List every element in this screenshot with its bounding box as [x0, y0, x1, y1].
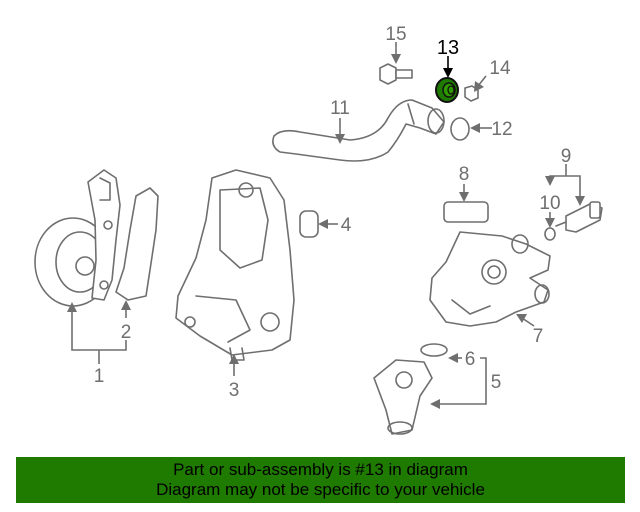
water-pump-part-1[interactable]	[34, 169, 121, 307]
notice-banner: Part or sub-assembly is #13 in diagram D…	[16, 457, 625, 503]
callout-12: 12	[491, 119, 512, 140]
pump-gasket-part-2[interactable]	[115, 187, 159, 301]
housing-part-3[interactable]	[175, 169, 295, 361]
parts-diagram: 1 2 3 4 5 6 7 8 9 10 11 12 13 14 15	[34, 24, 603, 435]
callout-8: 8	[459, 164, 470, 185]
gasket-part-8[interactable]	[443, 201, 489, 223]
seal-part-4[interactable]	[299, 210, 319, 238]
banner-line-part-notice: Part or sub-assembly is #13 in diagram	[173, 460, 468, 479]
washer-part-10[interactable]	[544, 227, 556, 241]
callout-14: 14	[489, 58, 511, 79]
callout-10: 10	[539, 193, 560, 214]
callout-15: 15	[385, 24, 406, 45]
thermostat-housing-part-7[interactable]	[429, 231, 551, 327]
hose-part-11[interactable]	[272, 99, 445, 162]
highlighted-part-13[interactable]	[435, 77, 459, 103]
callout-9: 9	[561, 146, 572, 167]
callout-4: 4	[341, 215, 352, 236]
callout-2: 2	[121, 322, 132, 343]
callout-leaders	[67, 42, 585, 409]
bolt-part-15[interactable]	[379, 63, 413, 85]
o-ring-part-6[interactable]	[420, 343, 448, 357]
callout-7: 7	[533, 326, 544, 347]
thermostat-part-5[interactable]	[373, 359, 433, 435]
o-ring-part-12[interactable]	[450, 117, 470, 141]
sensor-part-9[interactable]	[555, 201, 603, 233]
callout-5: 5	[491, 372, 502, 393]
callout-6: 6	[465, 349, 476, 370]
callout-11: 11	[330, 98, 350, 119]
callout-13-highlighted: 13	[437, 37, 459, 59]
callout-3: 3	[229, 380, 240, 401]
callout-1: 1	[94, 366, 105, 387]
banner-line-disclaimer: Diagram may not be specific to your vehi…	[156, 480, 485, 499]
